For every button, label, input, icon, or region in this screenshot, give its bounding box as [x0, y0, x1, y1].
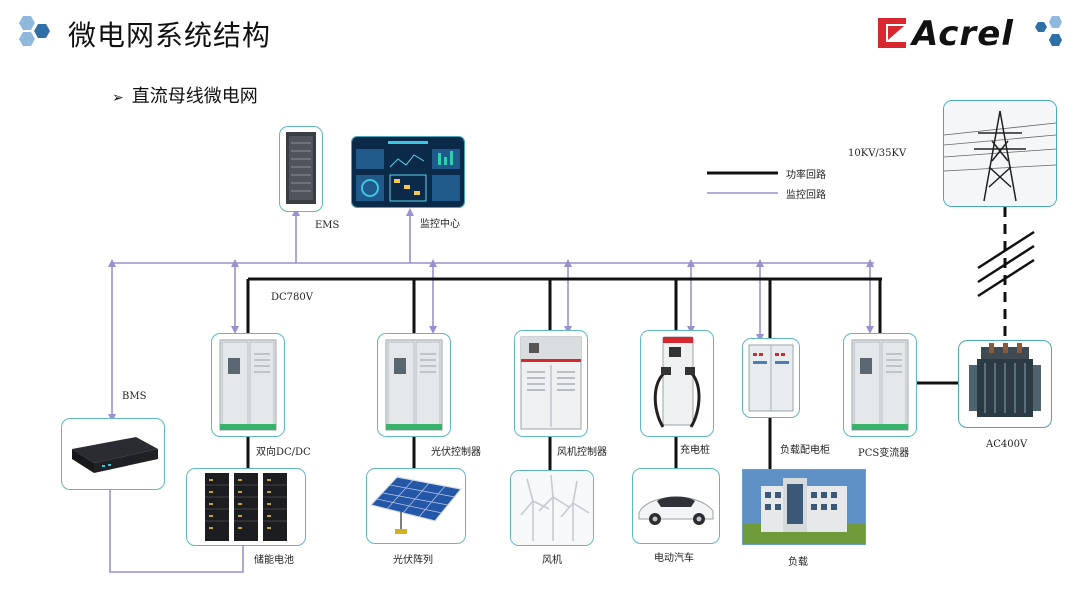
monitor-bus [108, 208, 874, 573]
bms-rack-icon [72, 437, 158, 473]
hexagon-logo-icon [1035, 16, 1062, 46]
power-bus [246, 207, 1007, 470]
power-cabinet-icon [385, 339, 443, 431]
battery-racks-icon [205, 473, 287, 541]
transformer-icon [969, 343, 1041, 417]
subtitle-text: 直流母线微电网 [131, 86, 258, 107]
hexagon-decoration-icon [19, 16, 50, 46]
wind-controller-cabinet [514, 330, 588, 437]
building-icon [743, 470, 865, 544]
arrow-bullet-icon: ➢ [112, 90, 124, 106]
wind-controller-icon [520, 336, 582, 430]
wind-turbine [510, 470, 594, 546]
pcs-converter-cabinet [843, 333, 917, 437]
legend-monitor-label: 监控回路 [786, 190, 826, 201]
bms-device [61, 418, 165, 490]
monitor-center-label: 监控中心 [420, 219, 460, 230]
pv-array [366, 468, 466, 544]
transformer [958, 340, 1052, 428]
wind-turbine-label: 风机 [542, 555, 562, 566]
transmission-tower-icon [944, 101, 1056, 206]
grid-tower [943, 100, 1057, 207]
transmission-break-marks [977, 230, 1035, 298]
battery-label: 储能电池 [254, 555, 294, 566]
solar-panel-icon [369, 476, 463, 534]
car-icon [638, 496, 714, 525]
load-cabinet [742, 338, 800, 418]
pv-controller-label: 光伏控制器 [431, 447, 481, 458]
dashboard-screen-icon [352, 137, 464, 207]
pv-array-label: 光伏阵列 [393, 555, 433, 566]
bms-label: BMS [122, 391, 147, 402]
legend-power-label: 功率回路 [786, 170, 826, 181]
power-cabinet-icon [219, 339, 277, 431]
bidirectional-dcdc-cabinet [211, 333, 285, 437]
dc-bus-label: DC780V [271, 292, 313, 303]
monitor-center-screen [351, 136, 465, 208]
acrel-mark-icon [878, 18, 906, 48]
ac400-label: AC400V [986, 439, 1028, 450]
section-subtitle: ➢ 直流母线微电网 [112, 82, 258, 108]
load-cabinet-label: 负载配电柜 [780, 445, 830, 456]
power-cabinet-icon [851, 339, 909, 431]
charging-pile-label: 充电桩 [680, 445, 710, 456]
logo-text: Acrel [912, 14, 1014, 54]
distribution-cabinet-icon [748, 344, 794, 412]
wind-controller-label: 风机控制器 [557, 447, 607, 458]
electric-vehicle [632, 468, 720, 544]
battery-storage [186, 468, 306, 546]
wind-turbine-icon [511, 471, 593, 545]
page-title: 微电网系统结构 [68, 19, 272, 52]
ev-charger-icon [653, 336, 701, 428]
ems-server [279, 126, 323, 212]
server-rack-icon [286, 132, 316, 204]
charging-pile [640, 330, 714, 437]
load-label: 负载 [788, 557, 808, 568]
acrel-logo: Acrel [876, 12, 1072, 56]
pv-controller-cabinet [377, 333, 451, 437]
pcs-label: PCS变流器 [858, 448, 910, 459]
ev-label: 电动汽车 [654, 553, 694, 564]
grid-voltage-label: 10KV/35KV [848, 148, 907, 159]
load-building [742, 469, 866, 545]
ems-label: EMS [315, 220, 340, 231]
bidirectional-dcdc-label: 双向DC/DC [256, 447, 311, 458]
